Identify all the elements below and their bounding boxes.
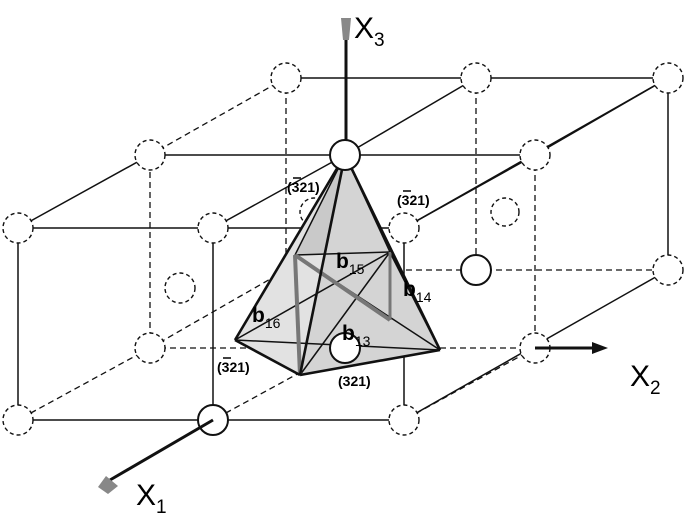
atom (652, 254, 684, 286)
vector-label-b15: b15 (336, 250, 365, 277)
atom (652, 62, 684, 94)
x1-axis (109, 418, 214, 482)
atom (164, 272, 196, 304)
plane-label-front-left: (321) (217, 359, 250, 375)
plane-label-back-right: (321) (397, 192, 430, 208)
x3-axis-label: X3 (354, 12, 385, 51)
atom (329, 139, 361, 171)
x3-arrow-icon (341, 18, 351, 40)
atom (460, 254, 492, 286)
vector-label-b16: b16 (252, 304, 281, 331)
atom (329, 332, 361, 364)
atom (388, 212, 420, 244)
atom (2, 404, 34, 436)
atom (134, 332, 166, 364)
x1-axis-label: X1 (136, 479, 167, 518)
x2-arrow-icon (592, 342, 608, 354)
tetrahedron (233, 154, 442, 377)
atom (2, 212, 34, 244)
vector-label-b14: b14 (403, 278, 432, 305)
plane-label-back-left: (321) (287, 179, 320, 195)
atom (134, 139, 166, 171)
atom (270, 62, 302, 94)
vector-b15-line (293, 253, 392, 322)
atom (490, 197, 520, 227)
atom (460, 62, 492, 94)
plane-label-front-right: (321) (338, 373, 371, 389)
vector-label-b13: b13 (342, 322, 371, 349)
atom (519, 139, 551, 171)
atom (197, 212, 229, 244)
solid-atoms (197, 139, 492, 436)
vector-b16-line (293, 254, 302, 376)
x2-axis-label: X2 (630, 360, 661, 399)
atom (388, 404, 420, 436)
x1-arrow-icon (98, 476, 118, 494)
